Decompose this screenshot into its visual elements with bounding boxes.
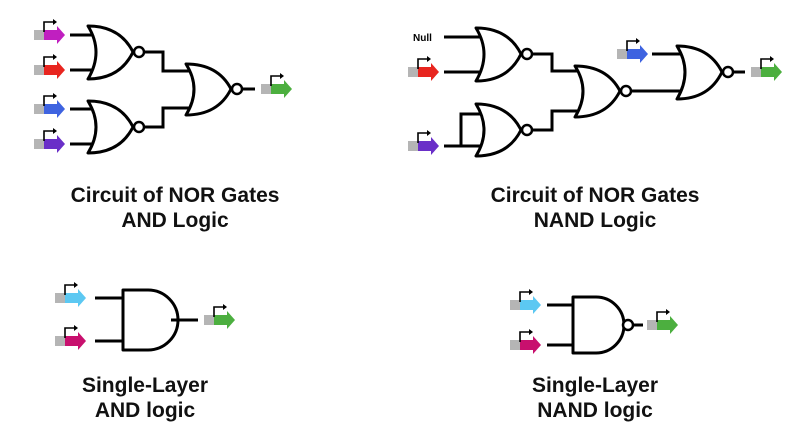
promoter-box: [204, 315, 214, 325]
gene-arrow: [214, 311, 235, 329]
wire: [144, 50, 196, 73]
input-promoter-purple: [408, 129, 439, 155]
output-promoter-green: [647, 308, 678, 334]
input-promoter-purple: [34, 127, 65, 153]
gene-arrow: [761, 63, 782, 81]
wire: [459, 112, 484, 146]
input-promoter-blue: [34, 92, 65, 118]
nor-gate: [86, 99, 146, 155]
caption-nor-nand: Circuit of NOR Gates NAND Logic: [440, 183, 750, 233]
input-promoter-light-blue: [55, 281, 86, 307]
gene-arrow: [520, 336, 541, 354]
nor-gate: [573, 64, 633, 119]
nor-gate: [474, 102, 534, 158]
promoter-box: [751, 67, 761, 77]
input-promoter-red: [34, 53, 65, 79]
caption-nor-and: Circuit of NOR Gates AND Logic: [20, 183, 330, 233]
panel-nor-and-circuit: [34, 18, 292, 155]
wire: [144, 106, 196, 129]
promoter-box: [617, 49, 627, 59]
gene-arrow: [418, 63, 439, 81]
output-promoter-green: [204, 303, 235, 329]
output-promoter-green: [751, 55, 782, 81]
promoter-box: [55, 336, 65, 346]
nor-gate: [675, 44, 735, 101]
gene-arrow: [271, 80, 292, 98]
promoter-box: [34, 65, 44, 75]
promoter-box: [408, 141, 418, 151]
gene-arrow: [65, 332, 86, 350]
gene-arrow: [44, 61, 65, 79]
wire: [532, 109, 584, 132]
caption-line: AND Logic: [121, 209, 229, 232]
promoter-box: [510, 300, 520, 310]
caption-single-nand: Single-Layer NAND logic: [490, 373, 700, 423]
gene-arrow: [44, 100, 65, 118]
input-promoter-red: [408, 55, 439, 81]
panel-single-nand: [510, 288, 678, 355]
caption-line: Single-Layer: [81, 374, 209, 397]
promoter-box: [55, 293, 65, 303]
wire: [532, 52, 584, 73]
gene-arrow: [65, 289, 86, 307]
gene-arrow: [44, 135, 65, 153]
caption-line: AND logic: [94, 399, 196, 422]
caption-line: Circuit of NOR Gates: [490, 184, 700, 207]
gene-arrow: [657, 316, 678, 334]
promoter-box: [510, 340, 520, 350]
promoter-box: [647, 320, 657, 330]
input-promoter-blue: [617, 37, 648, 63]
nand-gate: [571, 295, 635, 355]
output-promoter-green: [261, 72, 292, 98]
gene-arrow: [627, 45, 648, 63]
caption-line: NAND logic: [537, 399, 653, 422]
input-promoter-magenta: [34, 18, 65, 44]
caption-single-and: Single-Layer AND logic: [40, 373, 250, 423]
caption-line: Single-Layer: [531, 374, 659, 397]
input-promoter-pink: [55, 324, 86, 350]
panel-nor-nand-circuit: Null: [408, 26, 782, 158]
caption-line: Circuit of NOR Gates: [70, 184, 280, 207]
nor-gate: [86, 24, 146, 81]
promoter-box: [408, 67, 418, 77]
null-input-label: Null: [413, 33, 432, 44]
gene-arrow: [520, 296, 541, 314]
caption-line: NAND Logic: [533, 209, 657, 232]
nor-gate: [184, 62, 244, 117]
input-promoter-light-blue: [510, 288, 541, 314]
gene-arrow: [44, 26, 65, 44]
promoter-box: [34, 139, 44, 149]
promoter-box: [34, 30, 44, 40]
promoter-box: [34, 104, 44, 114]
promoter-box: [261, 84, 271, 94]
panel-single-and: [55, 281, 235, 352]
gene-arrow: [418, 137, 439, 155]
and-gate: [121, 288, 180, 352]
nor-gate: [474, 26, 534, 83]
input-promoter-pink: [510, 328, 541, 354]
